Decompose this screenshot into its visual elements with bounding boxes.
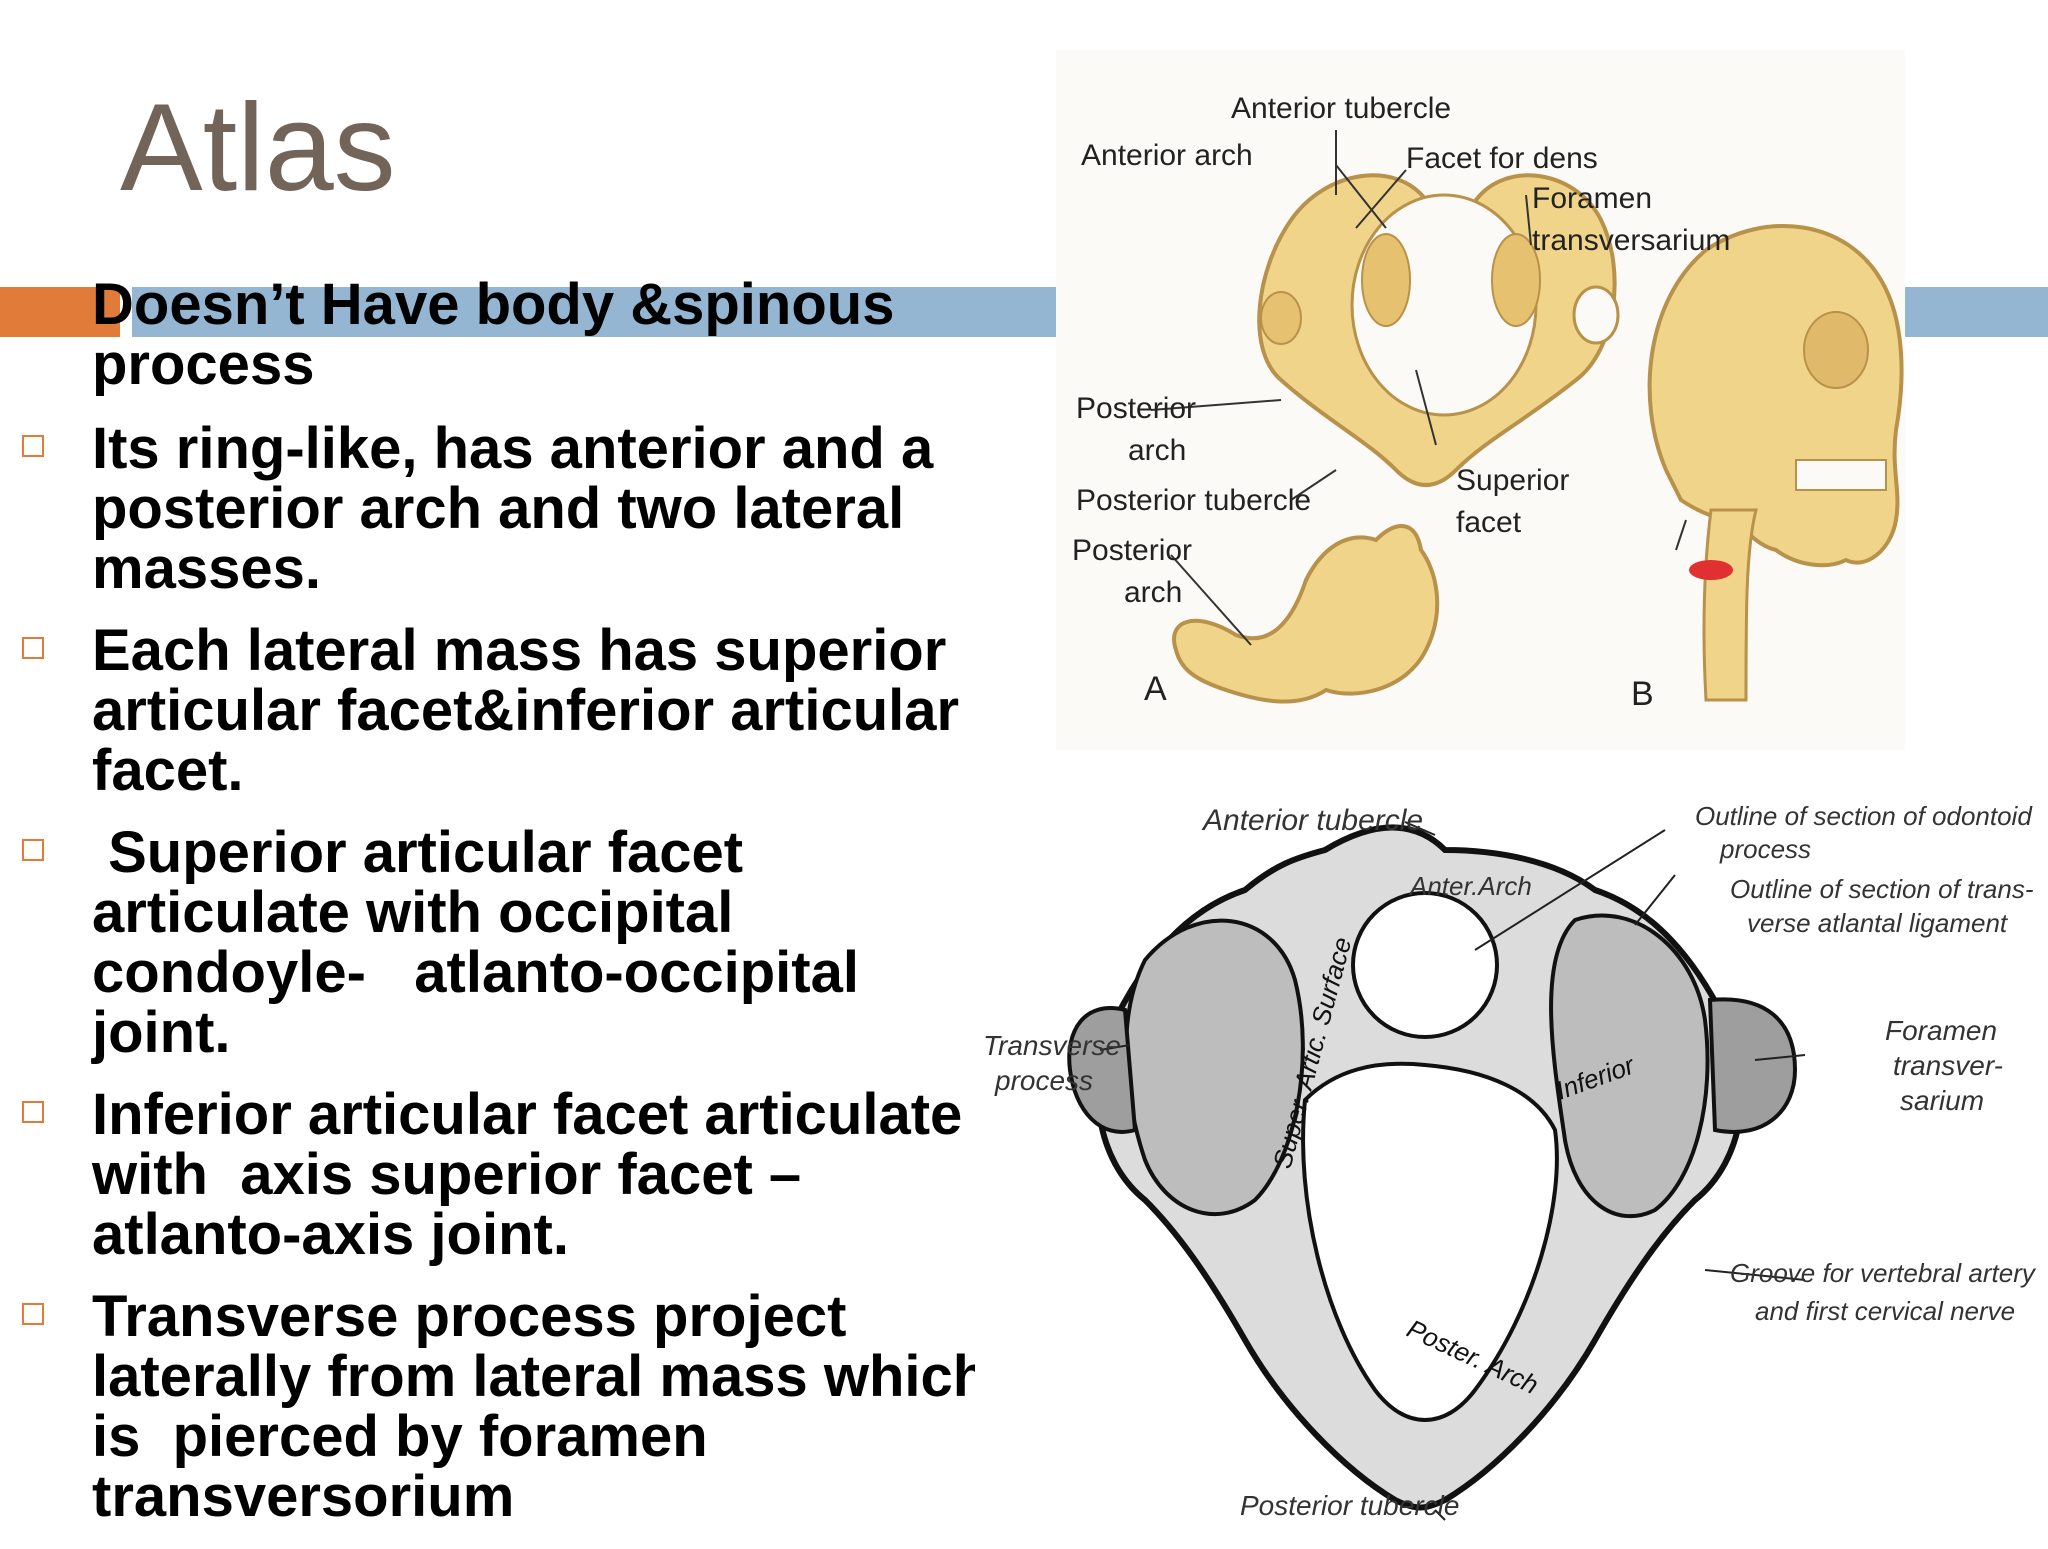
label-groove-2: and first cervical nerve	[1755, 1296, 2015, 1326]
label-anterior-tubercle: Anterior tubercle	[1231, 92, 1451, 125]
label-posterior-arch2-2: arch	[1124, 576, 1182, 609]
label-superior-facet-2: facet	[1456, 506, 1522, 539]
label-outline-ligament-2: verse atlantal ligament	[1747, 908, 2009, 938]
label-posterior-arch-2: arch	[1128, 434, 1186, 467]
label-anterior-tubercle-b: Anterior tubercle	[1201, 804, 1423, 837]
atlas-colored-figure: Anterior tubercle Anterior arch Facet fo…	[1056, 50, 1905, 750]
label-foramen-2: transversarium	[1532, 224, 1730, 257]
square-bullet-icon	[22, 435, 44, 457]
list-item-text: Transverse process project laterally fro…	[92, 1284, 989, 1529]
slide-content: Doesn’t Have body &spinous process Its r…	[22, 272, 992, 1549]
label-foramen-b-3: sarium	[1900, 1085, 1984, 1116]
atlas-engraving-figure: Anterior tubercle Anter.Arch Outline of …	[975, 780, 2048, 1536]
list-item-text: Each lateral mass has superior articular…	[92, 618, 976, 803]
label-panel-a: A	[1144, 670, 1167, 708]
accent-bar-blue-left	[132, 287, 1056, 337]
label-foramen-b-1: Foramen	[1885, 1015, 1997, 1046]
label-transverse-2: process	[994, 1065, 1093, 1096]
square-bullet-icon	[22, 1303, 44, 1325]
label-posterior-tubercle: Posterior tubercle	[1076, 484, 1311, 517]
label-outline-odontoid-1: Outline of section of odontoid	[1695, 801, 2033, 831]
label-posterior-tubercle-b: Posterior tubercle	[1240, 1490, 1459, 1521]
label-posterior-arch-1: Posterior	[1076, 392, 1196, 425]
square-bullet-icon	[22, 637, 44, 659]
label-outline-odontoid-2: process	[1719, 834, 1811, 864]
accent-bar-blue-right	[1905, 287, 2048, 337]
label-anter-arch: Anter.Arch	[1408, 871, 1532, 901]
label-outline-ligament-1: Outline of section of trans-	[1730, 874, 2034, 904]
square-bullet-icon	[22, 1101, 44, 1123]
list-item-text: Inferior articular facet articulate with…	[92, 1082, 979, 1267]
label-facet-for-dens: Facet for dens	[1406, 142, 1598, 175]
label-groove-1: Groove for vertebral artery	[1730, 1258, 2037, 1288]
bullet-list: Its ring-like, has anterior and a poster…	[22, 416, 992, 1527]
intro-text: Doesn’t Have body &spinous process	[92, 272, 895, 397]
slide-title: Atlas	[120, 79, 396, 217]
square-bullet-icon	[22, 839, 44, 861]
list-item: Transverse process project laterally fro…	[22, 1287, 992, 1527]
label-foramen-1: Foramen	[1532, 182, 1652, 215]
label-anterior-arch: Anterior arch	[1081, 139, 1253, 172]
list-item: Each lateral mass has superior articular…	[22, 618, 992, 803]
list-item: Inferior articular facet articulate with…	[22, 1082, 992, 1267]
accent-bar-orange	[0, 287, 120, 337]
label-superior-facet-1: Superior	[1456, 464, 1569, 497]
list-item-text: Superior articular facet articulate with…	[92, 820, 876, 1065]
list-item: Its ring-like, has anterior and a poster…	[22, 416, 992, 601]
list-item: Superior articular facet articulate with…	[22, 820, 992, 1065]
list-item-text: Its ring-like, has anterior and a poster…	[92, 416, 950, 601]
label-posterior-arch2-1: Posterior	[1072, 534, 1192, 567]
label-foramen-b-2: transver-	[1893, 1050, 2003, 1081]
label-transverse-1: Transverse	[983, 1030, 1121, 1061]
label-panel-b: B	[1631, 675, 1654, 713]
